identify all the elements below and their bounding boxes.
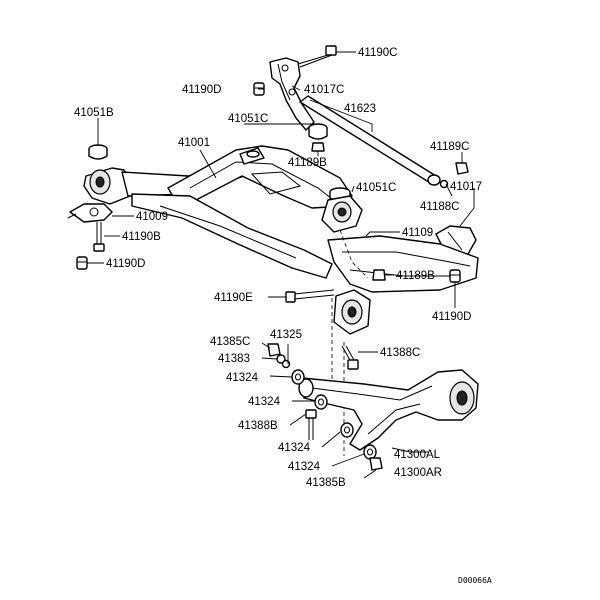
label-41190d-right: 41190D: [432, 311, 471, 323]
bolt-41388b: [305, 409, 317, 440]
part-labels: 41190C 41190D 41017C 41623 41051B 41051C…: [74, 47, 492, 585]
label-41385b: 41385B: [306, 477, 346, 489]
label-41300ar: 41300AR: [394, 467, 442, 479]
label-41324-a: 41324: [226, 372, 259, 384]
nut-41190d-right: [449, 269, 461, 283]
nut-41385c: [267, 343, 281, 357]
washer-41324-b: [314, 394, 328, 410]
label-41189c: 41189C: [430, 141, 469, 153]
label-41388c: 41388C: [380, 347, 420, 359]
label-41385c: 41385C: [210, 336, 250, 348]
crossmember-41001: [83, 145, 363, 279]
label-41190e: 41190E: [214, 292, 253, 304]
washer-41325: [281, 359, 291, 369]
bushing-41189c: [455, 162, 469, 175]
bracket-41009: [67, 203, 113, 223]
label-41009: 41009: [136, 211, 168, 223]
nut-41190d-left: [76, 256, 88, 270]
bracket-41109: [327, 235, 479, 335]
bushing-41051c-top: [308, 123, 328, 140]
label-41189b-right: 41189B: [396, 270, 435, 282]
rod-41623: [299, 95, 449, 189]
bolt-41190b: [93, 222, 105, 252]
bracket-41017c: [269, 57, 315, 131]
cushion-41051b: [88, 144, 108, 160]
label-41190c-top: 41190C: [358, 47, 397, 59]
bushing-41189b-top: [311, 142, 325, 152]
diagram-code: D00066A: [458, 576, 492, 585]
label-41190d-left: 41190D: [106, 258, 145, 270]
nut-41385b: [369, 457, 383, 471]
label-41051b: 41051B: [74, 107, 114, 119]
label-41109: 41109: [402, 227, 433, 239]
label-41051c-mid: 41051C: [356, 182, 396, 194]
washer-41324-a: [291, 369, 305, 385]
label-41017c: 41017C: [304, 84, 344, 96]
label-41623: 41623: [344, 103, 376, 115]
washer-41324-c: [340, 422, 354, 438]
bolt-41388c: [341, 345, 359, 370]
label-41324-b: 41324: [248, 396, 281, 408]
label-41190b: 41190B: [122, 231, 161, 243]
leader-lines: [87, 51, 475, 479]
bushing-41189b-right: [372, 269, 386, 281]
label-41324-d: 41324: [288, 461, 321, 473]
label-41051c-top: 41051C: [228, 113, 268, 125]
label-41325: 41325: [270, 329, 302, 341]
label-41190d-top: 41190D: [182, 84, 221, 96]
label-41188c: 41188C: [420, 201, 459, 213]
label-41300al: 41300AL: [394, 449, 441, 461]
label-41383: 41383: [218, 353, 250, 365]
label-41001: 41001: [178, 137, 210, 149]
washer-41324-d: [363, 444, 377, 460]
label-41017: 41017: [450, 181, 482, 193]
alignment-line-3: [339, 229, 369, 279]
lower-arm-41300: [298, 369, 479, 451]
bolt-41190c: [297, 45, 337, 68]
label-41189b-top: 41189B: [288, 157, 327, 169]
bolt-41190e: [285, 289, 335, 303]
label-41388b: 41388B: [238, 420, 278, 432]
label-41324-c: 41324: [278, 442, 311, 454]
